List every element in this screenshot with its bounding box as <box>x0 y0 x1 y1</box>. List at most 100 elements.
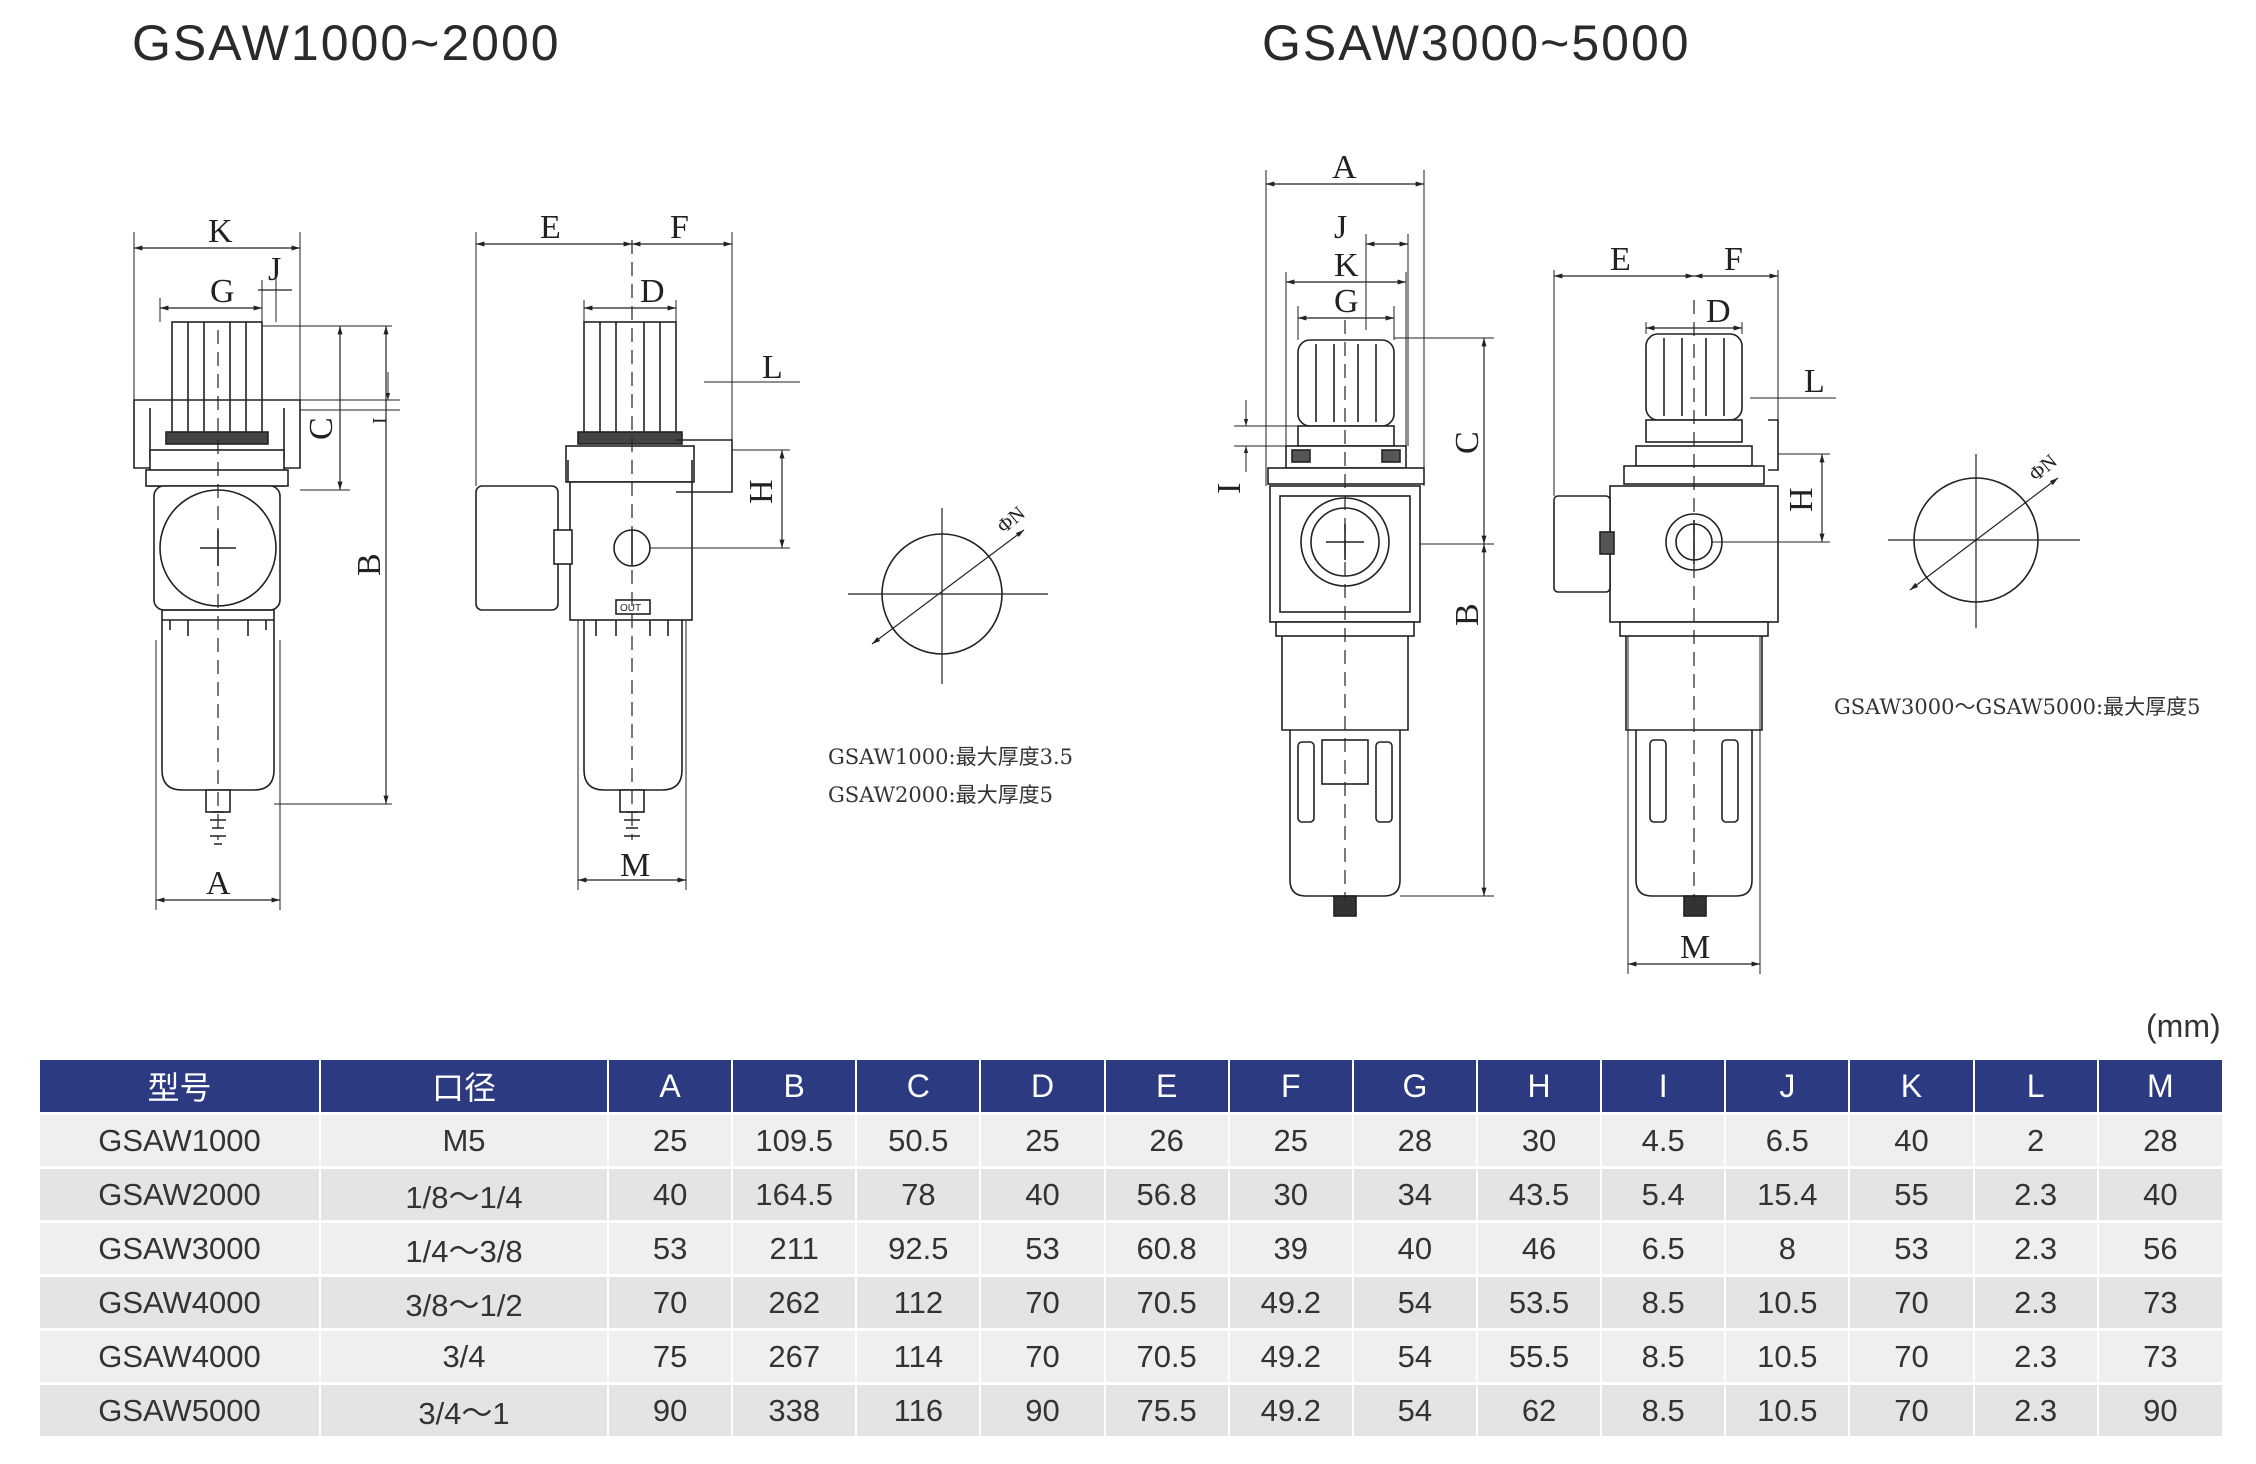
table-cell: 267 <box>732 1328 858 1384</box>
table-cell: 50.5 <box>856 1112 982 1168</box>
table-cell: 55.5 <box>1476 1328 1603 1384</box>
table-cell: 8.5 <box>1601 1328 1727 1384</box>
header-F: F <box>1228 1060 1354 1114</box>
table-cell: 10.5 <box>1725 1382 1851 1436</box>
dim-K-label: K <box>208 213 233 250</box>
table-cell: 40 <box>1352 1220 1478 1276</box>
dim-K-label-large: K <box>1334 247 1359 284</box>
table-cell: 2.3 <box>1973 1166 2099 1222</box>
unit-label: (mm) <box>2146 1008 2221 1044</box>
header-K: K <box>1849 1060 1975 1114</box>
table-cell: 53 <box>980 1220 1106 1276</box>
table-cell: 56 <box>2097 1220 2222 1276</box>
table-cell: 30 <box>1476 1112 1603 1168</box>
table-cell: 54 <box>1352 1382 1478 1436</box>
thickness-note-small: GSAW1000:最大厚度3.5 GSAW2000:最大厚度5 <box>828 738 1073 814</box>
table-cell: 34 <box>1352 1166 1478 1222</box>
dim-A-label-large: A <box>1332 149 1357 186</box>
header-M: M <box>2097 1060 2222 1114</box>
dim-I-label-large: I <box>1211 483 1248 494</box>
table-cell: 78 <box>856 1166 982 1222</box>
header-L: L <box>1973 1060 2099 1114</box>
dim-M-label: M <box>620 847 650 884</box>
header-E: E <box>1104 1060 1230 1114</box>
table-cell: 53.5 <box>1476 1274 1603 1330</box>
thickness-note-gsaw2000: GSAW2000:最大厚度5 <box>828 783 1053 807</box>
table-cell: 49.2 <box>1228 1274 1354 1330</box>
table-cell: 70 <box>608 1274 734 1330</box>
mounting-hole-large <box>1888 454 2080 628</box>
table-cell: 112 <box>856 1274 982 1330</box>
table-cell: GSAW4000 <box>40 1274 321 1330</box>
dim-D-label-large: D <box>1706 293 1731 330</box>
dim-B-label: B <box>351 553 388 576</box>
technical-drawings: K G J C I B A OUT <box>133 149 2080 974</box>
table-cell: 90 <box>2097 1382 2222 1436</box>
front-view-small <box>133 232 400 910</box>
table-cell: GSAW5000 <box>40 1382 321 1436</box>
table-cell: 30 <box>1228 1166 1354 1222</box>
dim-C-label: C <box>303 417 340 440</box>
table-cell: 92.5 <box>856 1220 982 1276</box>
header-model: 型号 <box>40 1060 321 1114</box>
table-cell: 6.5 <box>1725 1112 1851 1168</box>
table-cell: 2 <box>1973 1112 2099 1168</box>
table-cell: 28 <box>2097 1112 2222 1168</box>
port-out-label: OUT <box>620 603 641 614</box>
table-cell: 109.5 <box>732 1112 858 1168</box>
table-cell: 70 <box>1849 1328 1975 1384</box>
front-view-large <box>1234 170 1494 917</box>
dim-A-label: A <box>206 865 231 902</box>
table-cell: 73 <box>2097 1274 2222 1330</box>
table-cell: GSAW1000 <box>40 1112 321 1168</box>
table-cell: M5 <box>320 1112 609 1168</box>
header-B: B <box>732 1060 858 1114</box>
header-A: A <box>608 1060 734 1114</box>
table-cell: 54 <box>1352 1274 1478 1330</box>
dim-J-label: J <box>268 251 281 288</box>
thickness-note-gsaw1000: GSAW1000:最大厚度3.5 <box>828 745 1073 769</box>
table-cell: 75 <box>608 1328 734 1384</box>
table-cell: 3/8～1/2 <box>320 1274 609 1330</box>
table-cell: 28 <box>1352 1112 1478 1168</box>
table-cell: 53 <box>1849 1220 1975 1276</box>
table-cell: 2.3 <box>1973 1274 2099 1330</box>
table-cell: 2.3 <box>1973 1382 2099 1436</box>
dim-E-label: E <box>540 209 561 246</box>
table-cell: 70 <box>980 1274 1106 1330</box>
table-cell: 262 <box>732 1274 858 1330</box>
dim-N-label-large: ΦN <box>2025 450 2061 486</box>
table-cell: 70.5 <box>1104 1328 1230 1384</box>
table-cell: 40 <box>2097 1166 2222 1222</box>
side-view-small: OUT <box>475 232 800 890</box>
table-cell: 40 <box>608 1166 734 1222</box>
dim-F-label-large: F <box>1724 241 1743 278</box>
table-cell: 15.4 <box>1725 1166 1851 1222</box>
table-cell: 114 <box>856 1328 982 1384</box>
header-port-size: 口径 <box>320 1060 609 1114</box>
dim-I-label: I <box>369 417 391 424</box>
table-cell: 70.5 <box>1104 1274 1230 1330</box>
table-cell: 8 <box>1725 1220 1851 1276</box>
dim-F-label: F <box>670 209 689 246</box>
table-cell: 25 <box>608 1112 734 1168</box>
table-cell: 39 <box>1228 1220 1354 1276</box>
thickness-note-gsaw3000-5000: GSAW3000～GSAW5000:最大厚度5 <box>1834 695 2201 719</box>
table-cell: 53 <box>608 1220 734 1276</box>
table-cell: 55 <box>1849 1166 1975 1222</box>
table-cell: 54 <box>1352 1328 1478 1384</box>
table-cell: 70 <box>1849 1274 1975 1330</box>
table-cell: 10.5 <box>1725 1328 1851 1384</box>
table-cell: 46 <box>1476 1220 1603 1276</box>
table-cell: 26 <box>1104 1112 1230 1168</box>
dim-L-label: L <box>762 349 783 386</box>
dim-B-label-large: B <box>1449 603 1486 626</box>
table-cell: 49.2 <box>1228 1328 1354 1384</box>
table-cell: 5.4 <box>1601 1166 1727 1222</box>
dim-L-label-large: L <box>1804 363 1825 400</box>
